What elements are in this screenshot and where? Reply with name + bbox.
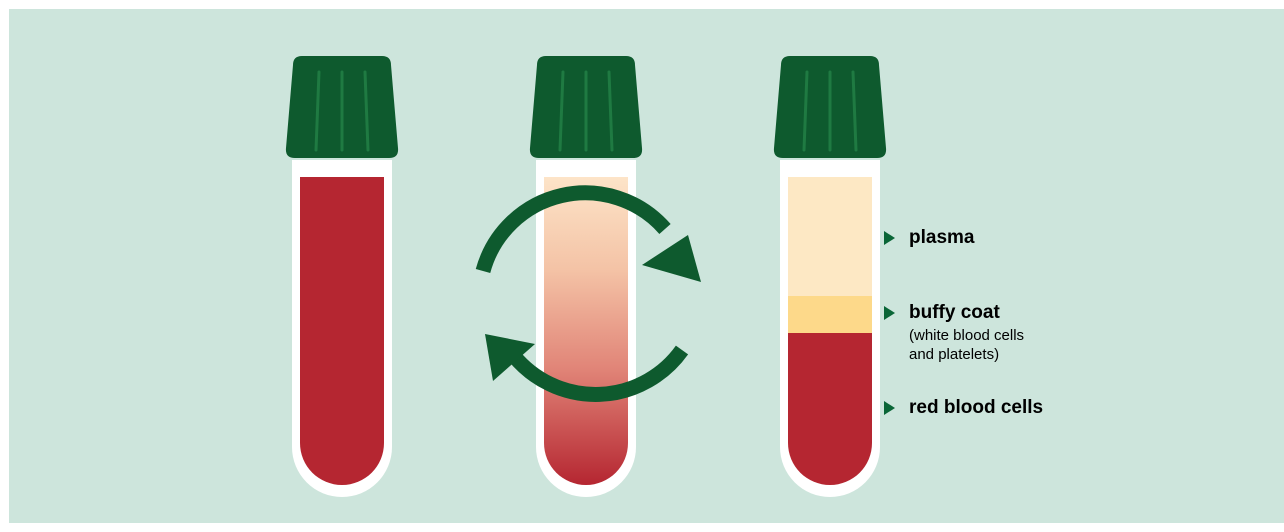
label-buffy-coat-note-1: (white blood cells	[909, 326, 1024, 345]
tube-whole-blood	[286, 56, 398, 497]
blood-fill	[300, 177, 384, 485]
label-buffy-coat-note-2: and platelets)	[909, 345, 999, 364]
plasma-layer	[788, 177, 872, 296]
triangle-right-icon	[884, 231, 895, 245]
tube-separated	[774, 56, 886, 497]
separating-fill	[544, 177, 628, 485]
tube-cap	[774, 56, 886, 158]
triangle-right-icon	[884, 401, 895, 415]
label-red-blood-cells-text: red blood cells	[909, 397, 1043, 419]
label-buffy-coat-text: buffy coat	[909, 302, 1000, 324]
tube-cap	[286, 56, 398, 158]
tube-centrifuging	[530, 56, 642, 497]
tube-cap	[530, 56, 642, 158]
label-plasma-text: plasma	[909, 227, 974, 249]
triangle-right-icon	[884, 306, 895, 320]
red-blood-cells-layer	[788, 333, 872, 485]
buffy-coat-layer	[788, 296, 872, 333]
